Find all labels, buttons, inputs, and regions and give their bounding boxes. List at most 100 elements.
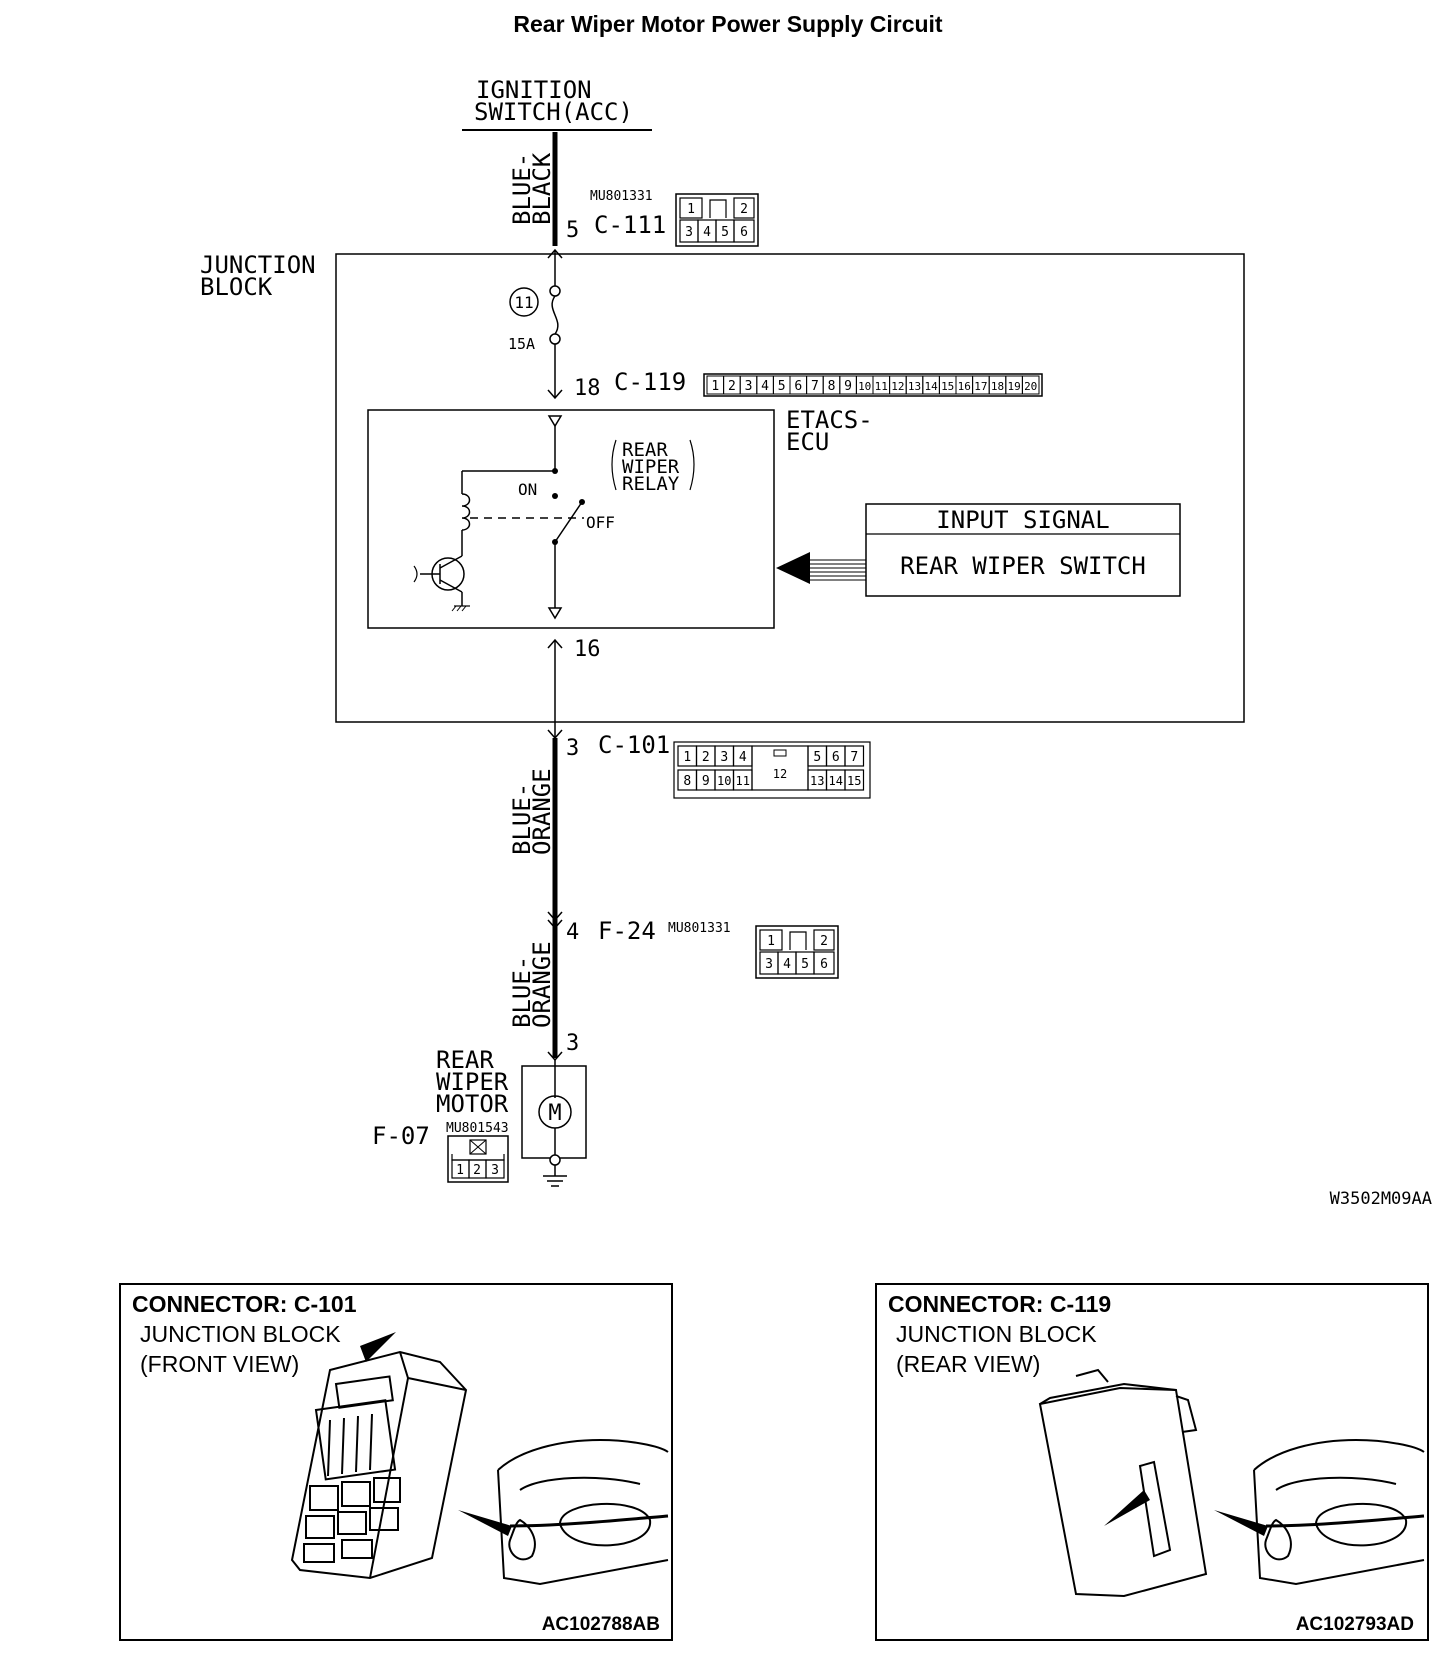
c119-pin-4: 4 [761,379,769,394]
relay-coil [461,493,471,531]
c119-pin-19: 19 [1007,380,1020,393]
c101-name: C-101 [598,731,670,759]
ecu-label-1: ETACS- [786,406,873,434]
c119-pin-12: 12 [891,380,904,393]
pin-16: 16 [547,637,601,740]
relay-on-label: ON [518,480,537,499]
motor-label-3: MOTOR [436,1090,509,1118]
fuse-number: 11 [514,293,533,312]
transistor-icon [413,555,470,612]
c111-pin-6: 6 [740,225,748,240]
panel-c119-pointer-arrow-icon [1104,1490,1150,1526]
rear-wiper-relay: ON OFF REAR WIPER RELAY [461,415,695,620]
c101-pin-3: 3 [720,750,728,765]
c111-pin: 5 [566,218,579,243]
c101-pin-4: 4 [739,750,747,765]
c101-pin-12: 12 [773,767,787,781]
f24-pin-4: 4 [783,957,791,972]
relay-label-3: RELAY [622,473,680,495]
c101-pin-cell [844,745,865,767]
rear-wiper-motor: 3 M REAR WIPER MOTOR [436,1031,587,1187]
c111-pin-2: 2 [740,202,748,217]
c119-pin-9: 9 [844,379,852,394]
connector-f07: F-07 MU801543 1 2 3 [372,1121,509,1183]
fuse-number-circle [509,287,539,317]
wire-bottom-color-1: BLUE- [508,956,536,1028]
c101-pin: 3 [566,736,579,761]
ecu-label-2: ECU [786,428,829,456]
motor-label-1: REAR [436,1046,494,1074]
c119-pin-1: 1 [711,379,719,394]
c119-pin-11: 11 [875,380,888,393]
c111-pin-5: 5 [721,225,729,240]
c101-outline [673,741,871,799]
c101-pin-8: 8 [683,774,691,789]
wire-bottom-color-2: ORANGE [528,941,556,1028]
motor-symbol: M [548,1101,561,1126]
c111-pin-4: 4 [703,225,711,240]
c119-pin-14: 14 [924,380,938,393]
wire-top-color-2: BLACK [528,152,556,225]
c111-part-number: MU801331 [590,189,653,204]
f24-name: F-24 [598,917,656,945]
f24-pin-1: 1 [767,934,775,949]
c119-pin-3: 3 [745,379,753,394]
c119-pin-7: 7 [811,379,819,394]
c119-pin-6: 6 [794,379,802,394]
c101-pin-cell [844,769,865,791]
input-signal-body: REAR WIPER SWITCH [900,552,1146,580]
etacs-ecu: ETACS- ECU [367,406,873,629]
c101-pin-1: 1 [683,750,691,765]
wire-top-color-1: BLUE- [508,153,536,225]
c119-pin-13: 13 [908,380,921,393]
ignition-switch: IGNITION SWITCH(ACC) [462,76,652,131]
ground-icon [543,1175,567,1187]
panel-c119-location-arrow-icon [1214,1510,1268,1536]
c119-pin-16: 16 [958,380,971,393]
fuse-element [551,295,559,335]
junction-block-rear-illustration [1038,1368,1208,1598]
junction-block-label-2: BLOCK [200,273,273,301]
junction-block: JUNCTION BLOCK [200,251,1245,723]
relay-switch-arm [554,501,583,543]
motor-pin: 3 [566,1031,579,1056]
panel-c101-line2: (FRONT VIEW) [140,1351,299,1377]
ecu-outline [367,409,775,629]
pin-16-label: 16 [574,637,601,662]
input-signal-box: INPUT SIGNAL REAR WIPER SWITCH [776,503,1181,597]
c101-pin-7: 7 [850,750,858,765]
ignition-label-2: SWITCH(ACC) [474,98,633,126]
c101-pin-15: 15 [847,774,861,788]
panel-c119-title: CONNECTOR: C-119 [888,1291,1111,1317]
c111-pin-3: 3 [685,225,693,240]
c111-name: C-111 [594,211,666,239]
junction-block-label-1: JUNCTION [200,251,316,279]
diagram-title: Rear Wiper Motor Power Supply Circuit [513,11,943,37]
f07-pin-3: 3 [491,1163,499,1178]
junction-block-outline [335,253,1245,723]
c119-pin-15: 15 [941,380,954,393]
c101-pin-cell-center [751,745,809,791]
c119-pin-8: 8 [828,379,836,394]
input-signal-arrow-icon [776,552,810,584]
panel-c101-location-arrow-icon [458,1510,512,1536]
c101-pin-6: 6 [832,750,840,765]
input-signal-header: INPUT SIGNAL [936,506,1109,534]
motor-label-2: WIPER [436,1068,509,1096]
c101-pin-13: 13 [810,774,824,788]
panel-c119-code: AC102793AD [1296,1614,1414,1635]
c119-pin-10: 10 [858,380,871,393]
c101-pin-10: 10 [717,774,731,788]
panel-c119-line1: JUNCTION BLOCK [896,1321,1097,1347]
panel-c119-line2: (REAR VIEW) [896,1351,1040,1377]
fuse-11: 11 15A [508,250,563,400]
c111-pin-1: 1 [687,202,695,217]
relay-off-label: OFF [586,513,615,532]
dashboard-illustration-left [497,1438,669,1586]
connector-f24: 4 F-24 MU801331 1 2 3 4 5 6 [547,911,839,1058]
relay-label-2: WIPER [622,456,680,478]
c119-name: C-119 [614,368,686,396]
c119-pin-cell [1021,375,1040,395]
c119-pin-20: 20 [1024,380,1037,393]
